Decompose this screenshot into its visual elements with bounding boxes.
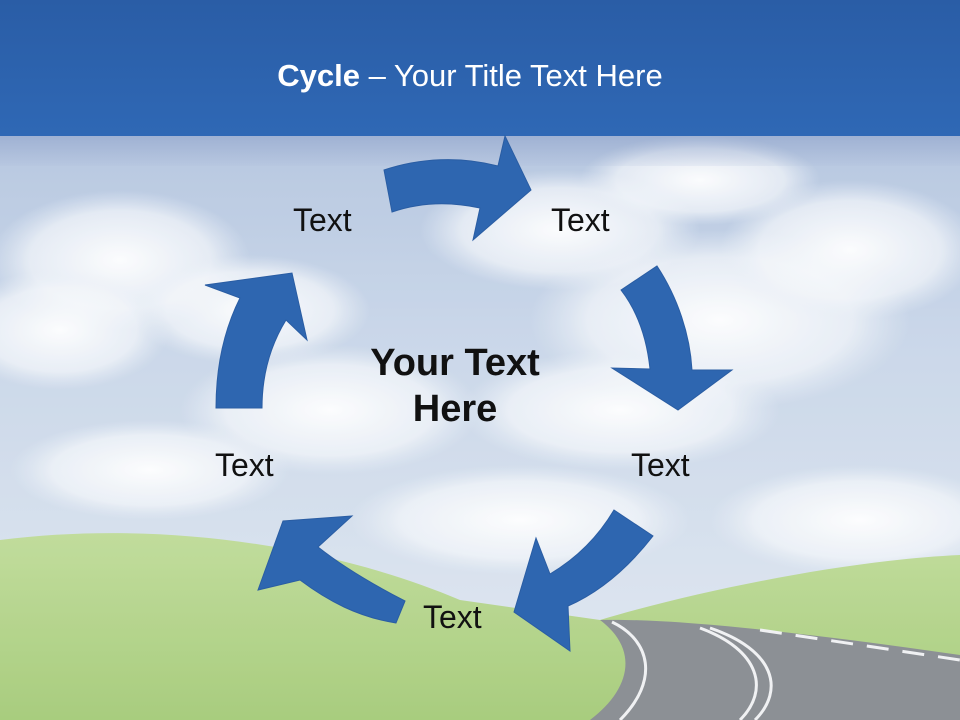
title-band: [0, 136, 960, 166]
cycle-node-label: Text: [293, 202, 352, 238]
center-text-line1: Your Text: [370, 342, 540, 384]
cycle-arrow-3: [513, 509, 654, 652]
cycle-node-label: Text: [215, 447, 274, 483]
cycle-arrow-1: [383, 134, 532, 242]
center-text-line2: Here: [412, 388, 498, 430]
cycle-arrow-2: [610, 265, 734, 411]
center-text: Your Text Here: [330, 340, 580, 432]
title-bar: [0, 0, 960, 136]
cycle-node-label: Text: [423, 599, 482, 635]
title-bold: Cycle: [277, 58, 360, 93]
cycle-arrow-4: [257, 515, 406, 624]
slide-title: Cycle – Your Title Text Here: [0, 54, 940, 98]
cycle-node-label: Text: [551, 202, 610, 238]
cycle-arrow-5: [204, 272, 308, 409]
cycle-node-label: Text: [631, 447, 690, 483]
title-rest: – Your Title Text Here: [360, 58, 663, 93]
